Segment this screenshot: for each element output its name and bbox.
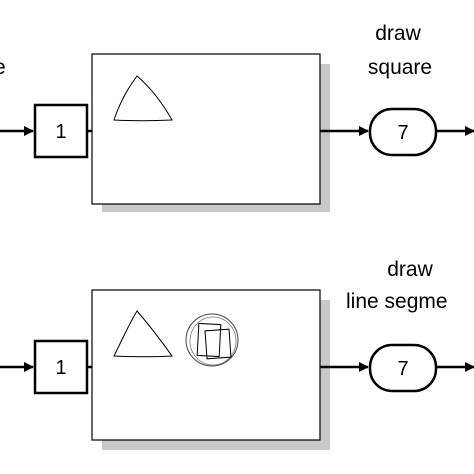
bottom-triangle-sketch: [113, 310, 173, 358]
top-triangle-sketch: [113, 75, 173, 122]
bottom-sketch-circle: [185, 313, 239, 367]
bottom-circled-squares-sketch: [185, 313, 239, 367]
bottom-output-label-line2: line segme: [346, 290, 448, 313]
bottom-sketch-square-1: [196, 322, 222, 358]
bottom-row: 1 draw line segme 7: [0, 258, 474, 450]
bottom-sketch-square-2: [204, 328, 232, 360]
top-input-box-value: 1: [55, 121, 66, 143]
bottom-output-label-line1: draw: [387, 258, 433, 281]
top-output-label-line1: draw: [375, 22, 421, 45]
top-left-label: e: [0, 56, 6, 79]
bottom-input-box-value: 1: [55, 357, 66, 379]
top-output-box-value: 7: [397, 122, 408, 144]
top-output-label-line2: square: [368, 56, 432, 79]
bottom-input-box: [33, 339, 89, 395]
bottom-sketch-circle-inner: [189, 316, 237, 366]
bottom-output-box-value: 7: [397, 358, 408, 380]
top-drawing-panel: [91, 53, 321, 205]
top-row: e 1 draw square 7: [0, 22, 474, 212]
